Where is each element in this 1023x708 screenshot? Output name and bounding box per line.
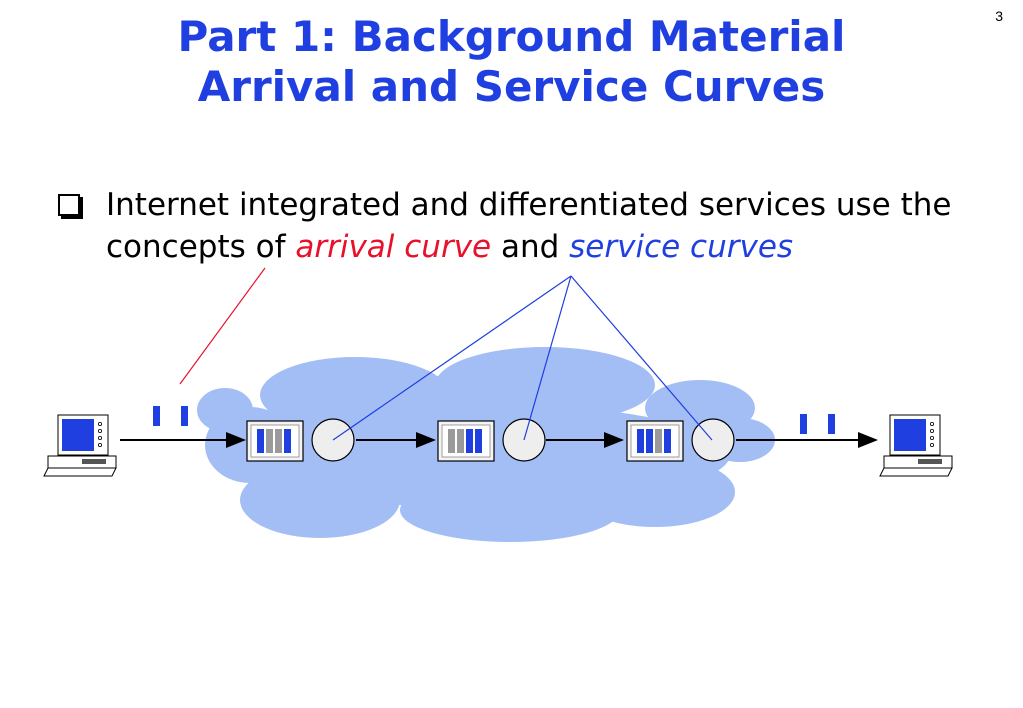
queued-packet <box>664 429 671 453</box>
queued-packet <box>457 429 464 453</box>
source-packets <box>153 406 188 426</box>
service-curves-term: service curves <box>569 229 794 265</box>
service-curve-pointer-line-3 <box>570 275 713 441</box>
router-node <box>626 418 735 462</box>
service-curve-pointer-line-1 <box>332 275 572 441</box>
source-computer-icon <box>43 414 117 477</box>
queued-packet <box>646 429 653 453</box>
slide-title: Part 1: Background Material Arrival and … <box>0 12 1023 112</box>
bullet-text: Internet integrated and differentiated s… <box>106 184 966 268</box>
queued-packet <box>637 429 644 453</box>
arrival-curve-pointer-line <box>179 267 266 385</box>
title-line-1: Part 1: Background Material <box>177 12 846 61</box>
destination-computer-icon <box>879 414 953 477</box>
service-curve-pointer-line-2 <box>523 275 572 441</box>
destination-packets <box>800 414 835 434</box>
queued-packet <box>466 429 473 453</box>
bullet-text-and: and <box>491 229 570 265</box>
queued-packet <box>475 429 482 453</box>
queued-packet <box>266 429 273 453</box>
queued-packet <box>448 429 455 453</box>
router-node <box>437 418 546 462</box>
queued-packet <box>284 429 291 453</box>
checkbox-bullet-icon <box>58 194 80 216</box>
router-nodes <box>246 418 735 462</box>
queued-packet <box>257 429 264 453</box>
bullet-text-part1: Internet integrated and differentiated s… <box>106 187 952 265</box>
page-number: 3 <box>995 8 1003 24</box>
server-circle <box>691 418 735 462</box>
queued-packet <box>275 429 282 453</box>
router-node <box>246 418 355 462</box>
title-line-2: Arrival and Service Curves <box>197 62 826 111</box>
arrival-curve-term: arrival curve <box>295 229 492 265</box>
queued-packet <box>655 429 662 453</box>
